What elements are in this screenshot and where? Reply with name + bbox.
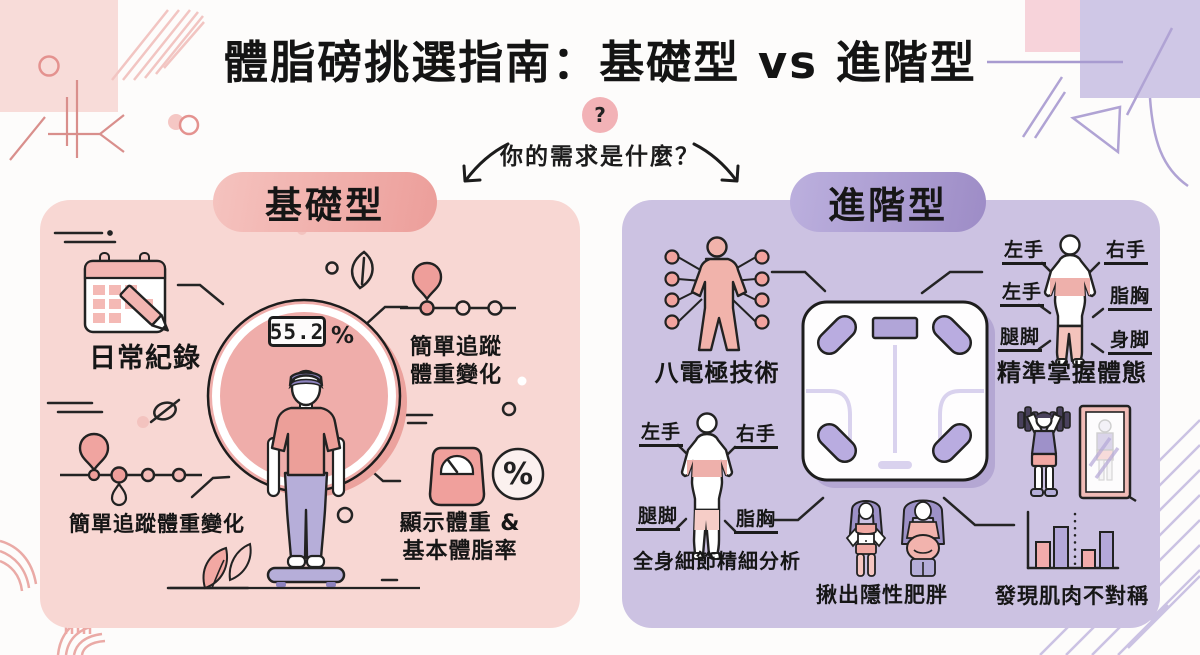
weight-timeline-icon: [60, 432, 202, 507]
basic-badge: 基礎型: [213, 172, 437, 232]
eight-electrode-body-icon: [664, 236, 770, 352]
advanced-badge: 進階型: [790, 172, 986, 232]
tracking-timeline-icon: [400, 261, 516, 316]
analysis-body-icon: [680, 412, 734, 560]
analysis-label-bl: 腿脚: [636, 506, 681, 531]
precise-label-ml: 左手: [1000, 282, 1045, 307]
person-on-scale-icon: [266, 369, 346, 587]
weight-scale-icon: [428, 446, 486, 507]
precise-label-mr: 脂胸: [1108, 286, 1153, 311]
basic-panel: 日常紀錄 55.2 %: [40, 200, 580, 628]
question-mark-icon: ?: [582, 97, 618, 133]
advanced-panel-decoration: [674, 261, 1105, 533]
ground-leaves-decoration: [170, 542, 420, 590]
feature-daily-record-label: 日常紀錄: [89, 343, 201, 374]
question-label: 你的需求是什麼？: [500, 144, 700, 170]
precise-posture-body-icon: [1043, 234, 1097, 366]
body-fat-display: 55.2: [268, 316, 326, 347]
page-title: 體脂磅挑選指南：基礎型 vs 進階型: [223, 36, 977, 89]
asymmetry-bar-chart-icon: [1026, 510, 1120, 570]
smart-scale-icon: [801, 300, 995, 488]
svg-text:%: %: [503, 457, 533, 492]
calendar-pencil-icon: [83, 252, 169, 334]
body-fat-display-unit: %: [331, 323, 355, 349]
feature-muscle-asymmetry-label: 發現肌肉不對稱: [995, 584, 1149, 608]
arrow-left-icon: [462, 142, 510, 183]
feature-track-inline-label: 簡單追蹤體重變化: [69, 512, 245, 536]
analysis-label-br: 脂胸: [734, 509, 779, 534]
advanced-panel: 八電極技術: [622, 200, 1160, 628]
feature-full-body-label: 全身細節精細分析: [633, 549, 801, 573]
arrow-right-icon: [692, 142, 740, 183]
precise-label-tl: 左手: [1002, 240, 1047, 265]
precise-label-bl: 腿脚: [998, 327, 1043, 352]
feature-track-label: 簡單追蹤 體重變化: [409, 335, 502, 388]
feature-eight-electrode-label: 八電極技術: [654, 359, 780, 387]
precise-label-br: 身脚: [1108, 330, 1153, 355]
feature-hidden-obesity-label: 揪出隱性肥胖: [816, 583, 948, 607]
feature-weight-fat-label: 顯示體重 & 基本體脂率: [399, 511, 521, 564]
analysis-label-tr: 右手: [734, 424, 779, 449]
feature-precise-posture-label: 精準掌握體態: [997, 359, 1147, 387]
precise-label-tr: 右手: [1104, 240, 1149, 265]
analysis-label-tl: 左手: [639, 422, 684, 447]
muscle-mirror-icon: [1017, 404, 1137, 503]
percent-icon: %: [491, 447, 545, 501]
hidden-obesity-figures-icon: [845, 499, 945, 577]
